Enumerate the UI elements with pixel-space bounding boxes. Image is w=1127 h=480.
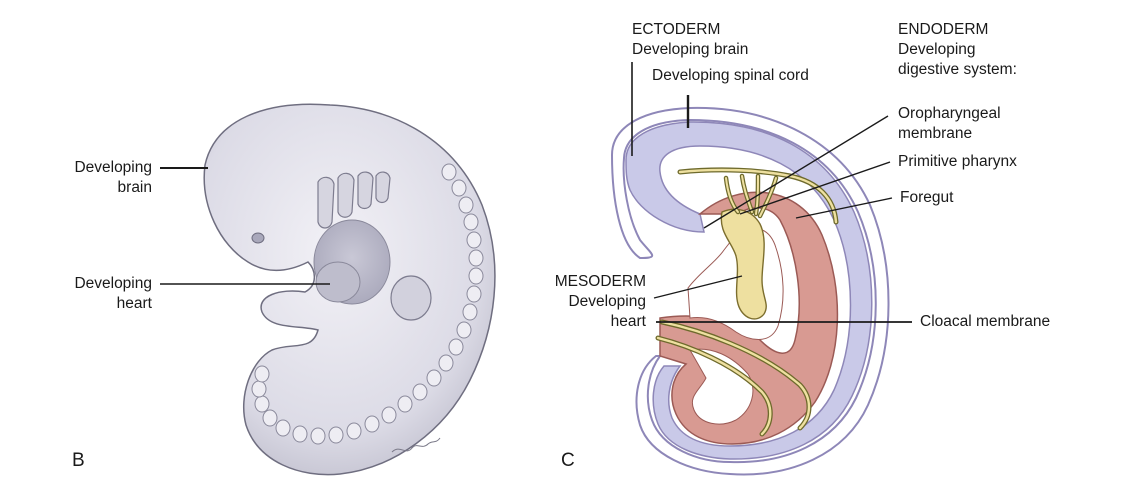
label-endoderm-line2: digestive system: — [898, 61, 1017, 78]
limb-bud — [390, 275, 432, 321]
label-endoderm-group: ENDODERM Developing digestive system: — [898, 20, 1017, 80]
label-ecto-brain: Developing brain — [632, 41, 749, 58]
label-developing-heart: Developing heart — [30, 274, 152, 314]
pharynx-leader — [739, 161, 891, 215]
ectoderm-outer-layer — [610, 106, 890, 476]
heart-bulge-lower — [315, 261, 361, 303]
panel-letter-c: C — [561, 450, 575, 471]
somites — [251, 163, 484, 445]
eye-placode — [251, 232, 265, 244]
endoderm-tube — [720, 208, 767, 320]
section-leader-lines — [631, 62, 912, 323]
label-developing-brain: Developing brain — [30, 158, 152, 198]
embryo-section-diagram — [610, 106, 890, 476]
label-mesoderm-title: MESODERM — [554, 273, 646, 290]
label-oro-line1: Oropharyngeal — [898, 105, 1001, 122]
pharyngeal-arches — [317, 171, 391, 229]
oropharyngeal-leader — [703, 115, 889, 229]
label-meso-line2: heart — [610, 313, 646, 330]
panel-letter-b: B — [72, 450, 85, 471]
label-meso-line1: Developing — [568, 293, 646, 310]
label-spinal-cord: Developing spinal cord — [652, 67, 809, 84]
label-heart-line1: Developing — [74, 275, 152, 292]
foregut-leader — [795, 197, 893, 219]
embryo-external-drawing — [203, 103, 496, 476]
artist-signature — [391, 437, 441, 453]
label-oropharyngeal: Oropharyngeal membrane — [898, 104, 1001, 144]
label-foregut: Foregut — [900, 189, 954, 206]
label-ectoderm-title: ECTODERM — [632, 21, 721, 38]
label-primitive-pharynx: Primitive pharynx — [898, 153, 1017, 170]
label-brain-line1: Developing — [74, 159, 152, 176]
label-brain-line2: brain — [117, 179, 152, 196]
label-mesoderm-group: MESODERM Developing heart — [500, 272, 646, 332]
label-oro-line2: membrane — [898, 125, 973, 142]
ectoderm-layer — [625, 121, 873, 460]
label-cloacal-membrane: Cloacal membrane — [920, 313, 1051, 330]
label-heart-line2: heart — [116, 295, 152, 312]
mesoderm-heart-leader — [653, 275, 743, 299]
lower-cavity — [689, 348, 754, 425]
label-endoderm-title: ENDODERM — [898, 21, 989, 38]
label-ectoderm-group: ECTODERM Developing brain — [632, 20, 748, 60]
label-endoderm-line1: Developing — [898, 41, 976, 58]
